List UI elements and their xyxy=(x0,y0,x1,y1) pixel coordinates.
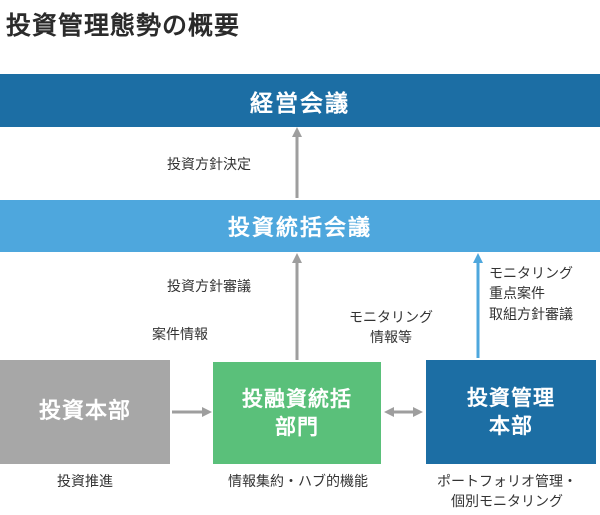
finance-control-label-line2: 部門 xyxy=(275,415,319,439)
deliberation-label: 投資方針審議 xyxy=(167,279,251,295)
investment-committee-label: 投資統括会議 xyxy=(227,216,372,241)
investment-management-caption: ポートフォリオ管理・ 個別モニタリング xyxy=(414,472,600,513)
investment-division-caption: 投資推進 xyxy=(57,474,113,490)
monitoring-info-label: モニタリング 情報等 xyxy=(338,308,444,349)
right-report-line1: モニタリング xyxy=(489,266,573,282)
finance-control-division-box: 投融資統括 部門 xyxy=(213,362,381,464)
investment-division-box: 投資本部 xyxy=(0,360,170,464)
page-title: 投資管理態勢の概要 xyxy=(6,11,241,40)
investment-management-label-line1: 投資管理 xyxy=(467,385,555,410)
investment-division-label: 投資本部 xyxy=(38,399,131,425)
investment-committee-box: 投資統括会議 xyxy=(0,200,600,252)
finance-control-label-line1: 投融資統括 xyxy=(242,386,352,411)
monitoring-info-line1: モニタリング xyxy=(349,310,433,326)
investment-management-division-box: 投資管理 本部 xyxy=(426,360,596,464)
investment-management-caption-line2: 個別モニタリング xyxy=(451,494,563,511)
finance-control-caption: 情報集約・ハブ的機能 xyxy=(228,474,368,490)
management-meeting-box: 経営会議 xyxy=(0,74,600,127)
management-meeting-label: 経営会議 xyxy=(250,90,350,117)
right-report-line2: 重点案件 xyxy=(489,286,545,303)
case-info-label: 案件情報 xyxy=(152,327,208,343)
right-report-label: モニタリング 重点案件 取組方針審議 xyxy=(489,264,573,325)
decision-label: 投資方針決定 xyxy=(167,157,251,173)
investment-management-caption-line1: ポートフォリオ管理・ xyxy=(437,474,577,490)
investment-management-label-line2: 本部 xyxy=(489,414,533,438)
monitoring-info-line2: 情報等 xyxy=(370,330,412,347)
right-report-line3: 取組方針審議 xyxy=(489,306,573,323)
